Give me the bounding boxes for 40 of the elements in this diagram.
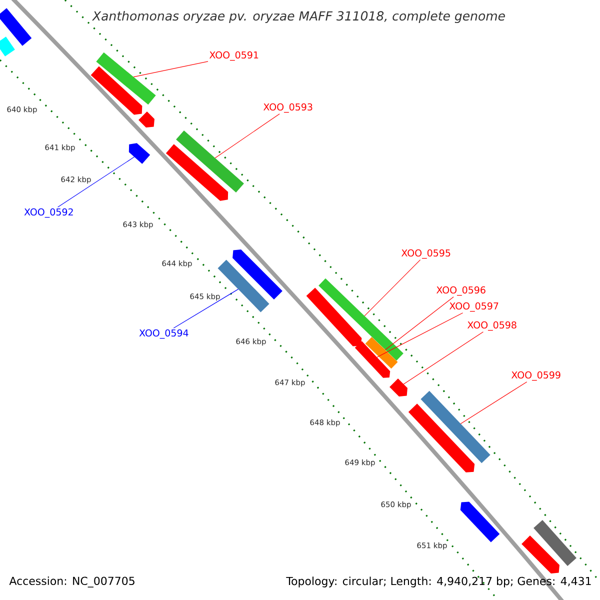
gene-feature xyxy=(522,536,560,574)
footer-text: Topology: circular; Length: 4,940,217 bp; Genes: 4,431 xyxy=(286,576,591,588)
leader-line xyxy=(460,382,528,424)
gene-feature xyxy=(128,143,150,164)
gene-feature xyxy=(232,250,282,300)
gene-label: XOO_0594 xyxy=(139,329,188,339)
leader-line xyxy=(376,312,464,358)
gene-label: XOO_0593 xyxy=(263,103,312,113)
gene-feature xyxy=(390,378,408,396)
feature-bar xyxy=(365,336,398,369)
feature-bar xyxy=(420,390,490,464)
feature-bar xyxy=(0,36,15,56)
leader-line xyxy=(58,156,135,208)
leader-line xyxy=(364,260,421,316)
feature-bar xyxy=(0,8,32,46)
gene-label: XOO_0597 xyxy=(449,302,498,312)
gene-label: XOO_0599 xyxy=(512,371,560,381)
leader-line xyxy=(214,114,280,158)
leader-line xyxy=(133,61,208,78)
leader-line xyxy=(173,288,239,328)
gene-label: XOO_0592 xyxy=(24,208,73,218)
gene-feature xyxy=(166,144,228,201)
footer-text: Accession: NC_007705 xyxy=(9,576,134,588)
gene-feature xyxy=(306,288,362,346)
leader-line xyxy=(384,296,454,350)
title: Xanthomonas oryzae pv. oryzae MAFF 311018, complete genome xyxy=(92,10,505,24)
gene-label: XOO_0591 xyxy=(209,51,258,61)
gene-label: XOO_0596 xyxy=(436,286,486,296)
leader-line xyxy=(403,332,484,384)
feature-bar xyxy=(176,130,244,193)
gene-feature xyxy=(90,66,142,115)
gene-feature xyxy=(460,502,500,542)
gene-label: XOO_0595 xyxy=(401,249,450,259)
feature-bar xyxy=(534,520,576,566)
feature-bar xyxy=(318,278,404,361)
feature-bar xyxy=(96,52,156,105)
gene-feature xyxy=(138,112,154,128)
gene-feature xyxy=(354,341,390,378)
gene-feature xyxy=(408,404,475,472)
gene-label: XOO_0598 xyxy=(468,321,516,331)
